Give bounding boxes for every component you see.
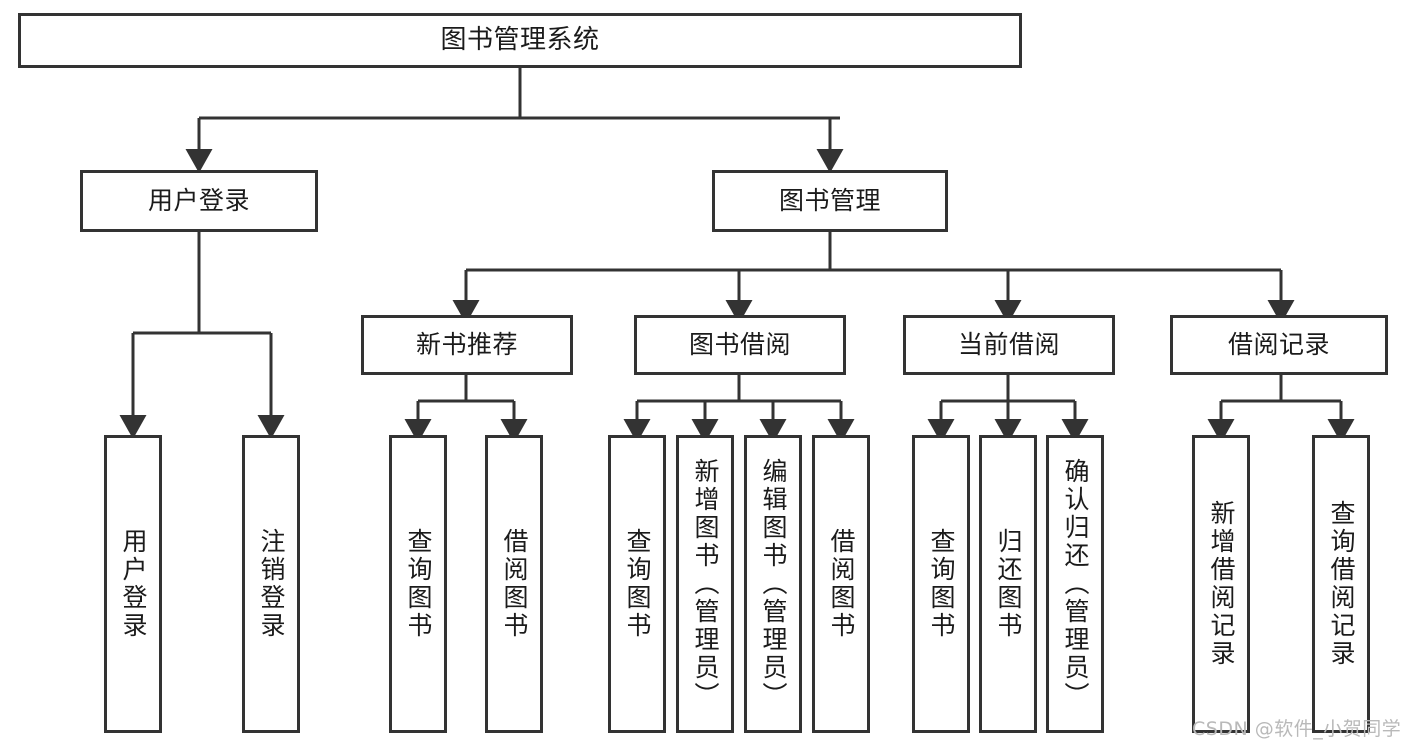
node-root[interactable]: 图书管理系统 <box>18 13 1022 68</box>
node-new-book-recommend-label: 新书推荐 <box>415 330 518 360</box>
leaf-current-query[interactable]: 查询图书 <box>912 435 970 733</box>
node-borrow-record-label: 借阅记录 <box>1227 330 1330 360</box>
leaf-borrow-edit-label: 编辑图书（管理员） <box>759 458 788 710</box>
leaf-current-confirm-return-label: 确认归还（管理员） <box>1061 458 1090 710</box>
node-new-book-recommend[interactable]: 新书推荐 <box>361 315 573 375</box>
leaf-record-add-label: 新增借阅记录 <box>1207 500 1236 668</box>
leaf-current-return-label: 归还图书 <box>994 528 1023 640</box>
leaf-current-confirm-return[interactable]: 确认归还（管理员） <box>1046 435 1104 733</box>
node-root-label: 图书管理系统 <box>440 25 600 56</box>
leaf-current-return[interactable]: 归还图书 <box>979 435 1037 733</box>
leaf-current-query-label: 查询图书 <box>927 528 956 640</box>
leaf-borrow-query-label: 查询图书 <box>623 528 652 640</box>
leaf-borrow-lend[interactable]: 借阅图书 <box>812 435 870 733</box>
leaf-user-login-login-label: 用户登录 <box>119 528 148 640</box>
node-user-login-label: 用户登录 <box>147 186 250 216</box>
csdn-watermark: CSDN @软件_小贺同学 <box>1192 718 1402 740</box>
node-user-login[interactable]: 用户登录 <box>80 170 318 232</box>
node-book-management-label: 图书管理 <box>778 186 881 216</box>
leaf-borrow-edit[interactable]: 编辑图书（管理员） <box>744 435 802 733</box>
leaf-record-query[interactable]: 查询借阅记录 <box>1312 435 1370 733</box>
leaf-new-book-borrow[interactable]: 借阅图书 <box>485 435 543 733</box>
leaf-borrow-add-label: 新增图书（管理员） <box>691 458 720 710</box>
leaf-borrow-add[interactable]: 新增图书（管理员） <box>676 435 734 733</box>
node-borrow-record[interactable]: 借阅记录 <box>1170 315 1388 375</box>
node-book-borrow-label: 图书借阅 <box>688 330 791 360</box>
node-current-borrow-label: 当前借阅 <box>957 330 1060 360</box>
leaf-user-login-logout[interactable]: 注销登录 <box>242 435 300 733</box>
leaf-user-login-logout-label: 注销登录 <box>257 528 286 640</box>
node-current-borrow[interactable]: 当前借阅 <box>903 315 1115 375</box>
leaf-new-book-query-label: 查询图书 <box>404 528 433 640</box>
leaf-record-query-label: 查询借阅记录 <box>1327 500 1356 668</box>
leaf-record-add[interactable]: 新增借阅记录 <box>1192 435 1250 733</box>
leaf-borrow-lend-label: 借阅图书 <box>827 528 856 640</box>
node-book-management[interactable]: 图书管理 <box>712 170 948 232</box>
leaf-user-login-login[interactable]: 用户登录 <box>104 435 162 733</box>
leaf-borrow-query[interactable]: 查询图书 <box>608 435 666 733</box>
node-book-borrow[interactable]: 图书借阅 <box>634 315 846 375</box>
leaf-new-book-query[interactable]: 查询图书 <box>389 435 447 733</box>
leaf-new-book-borrow-label: 借阅图书 <box>500 528 529 640</box>
